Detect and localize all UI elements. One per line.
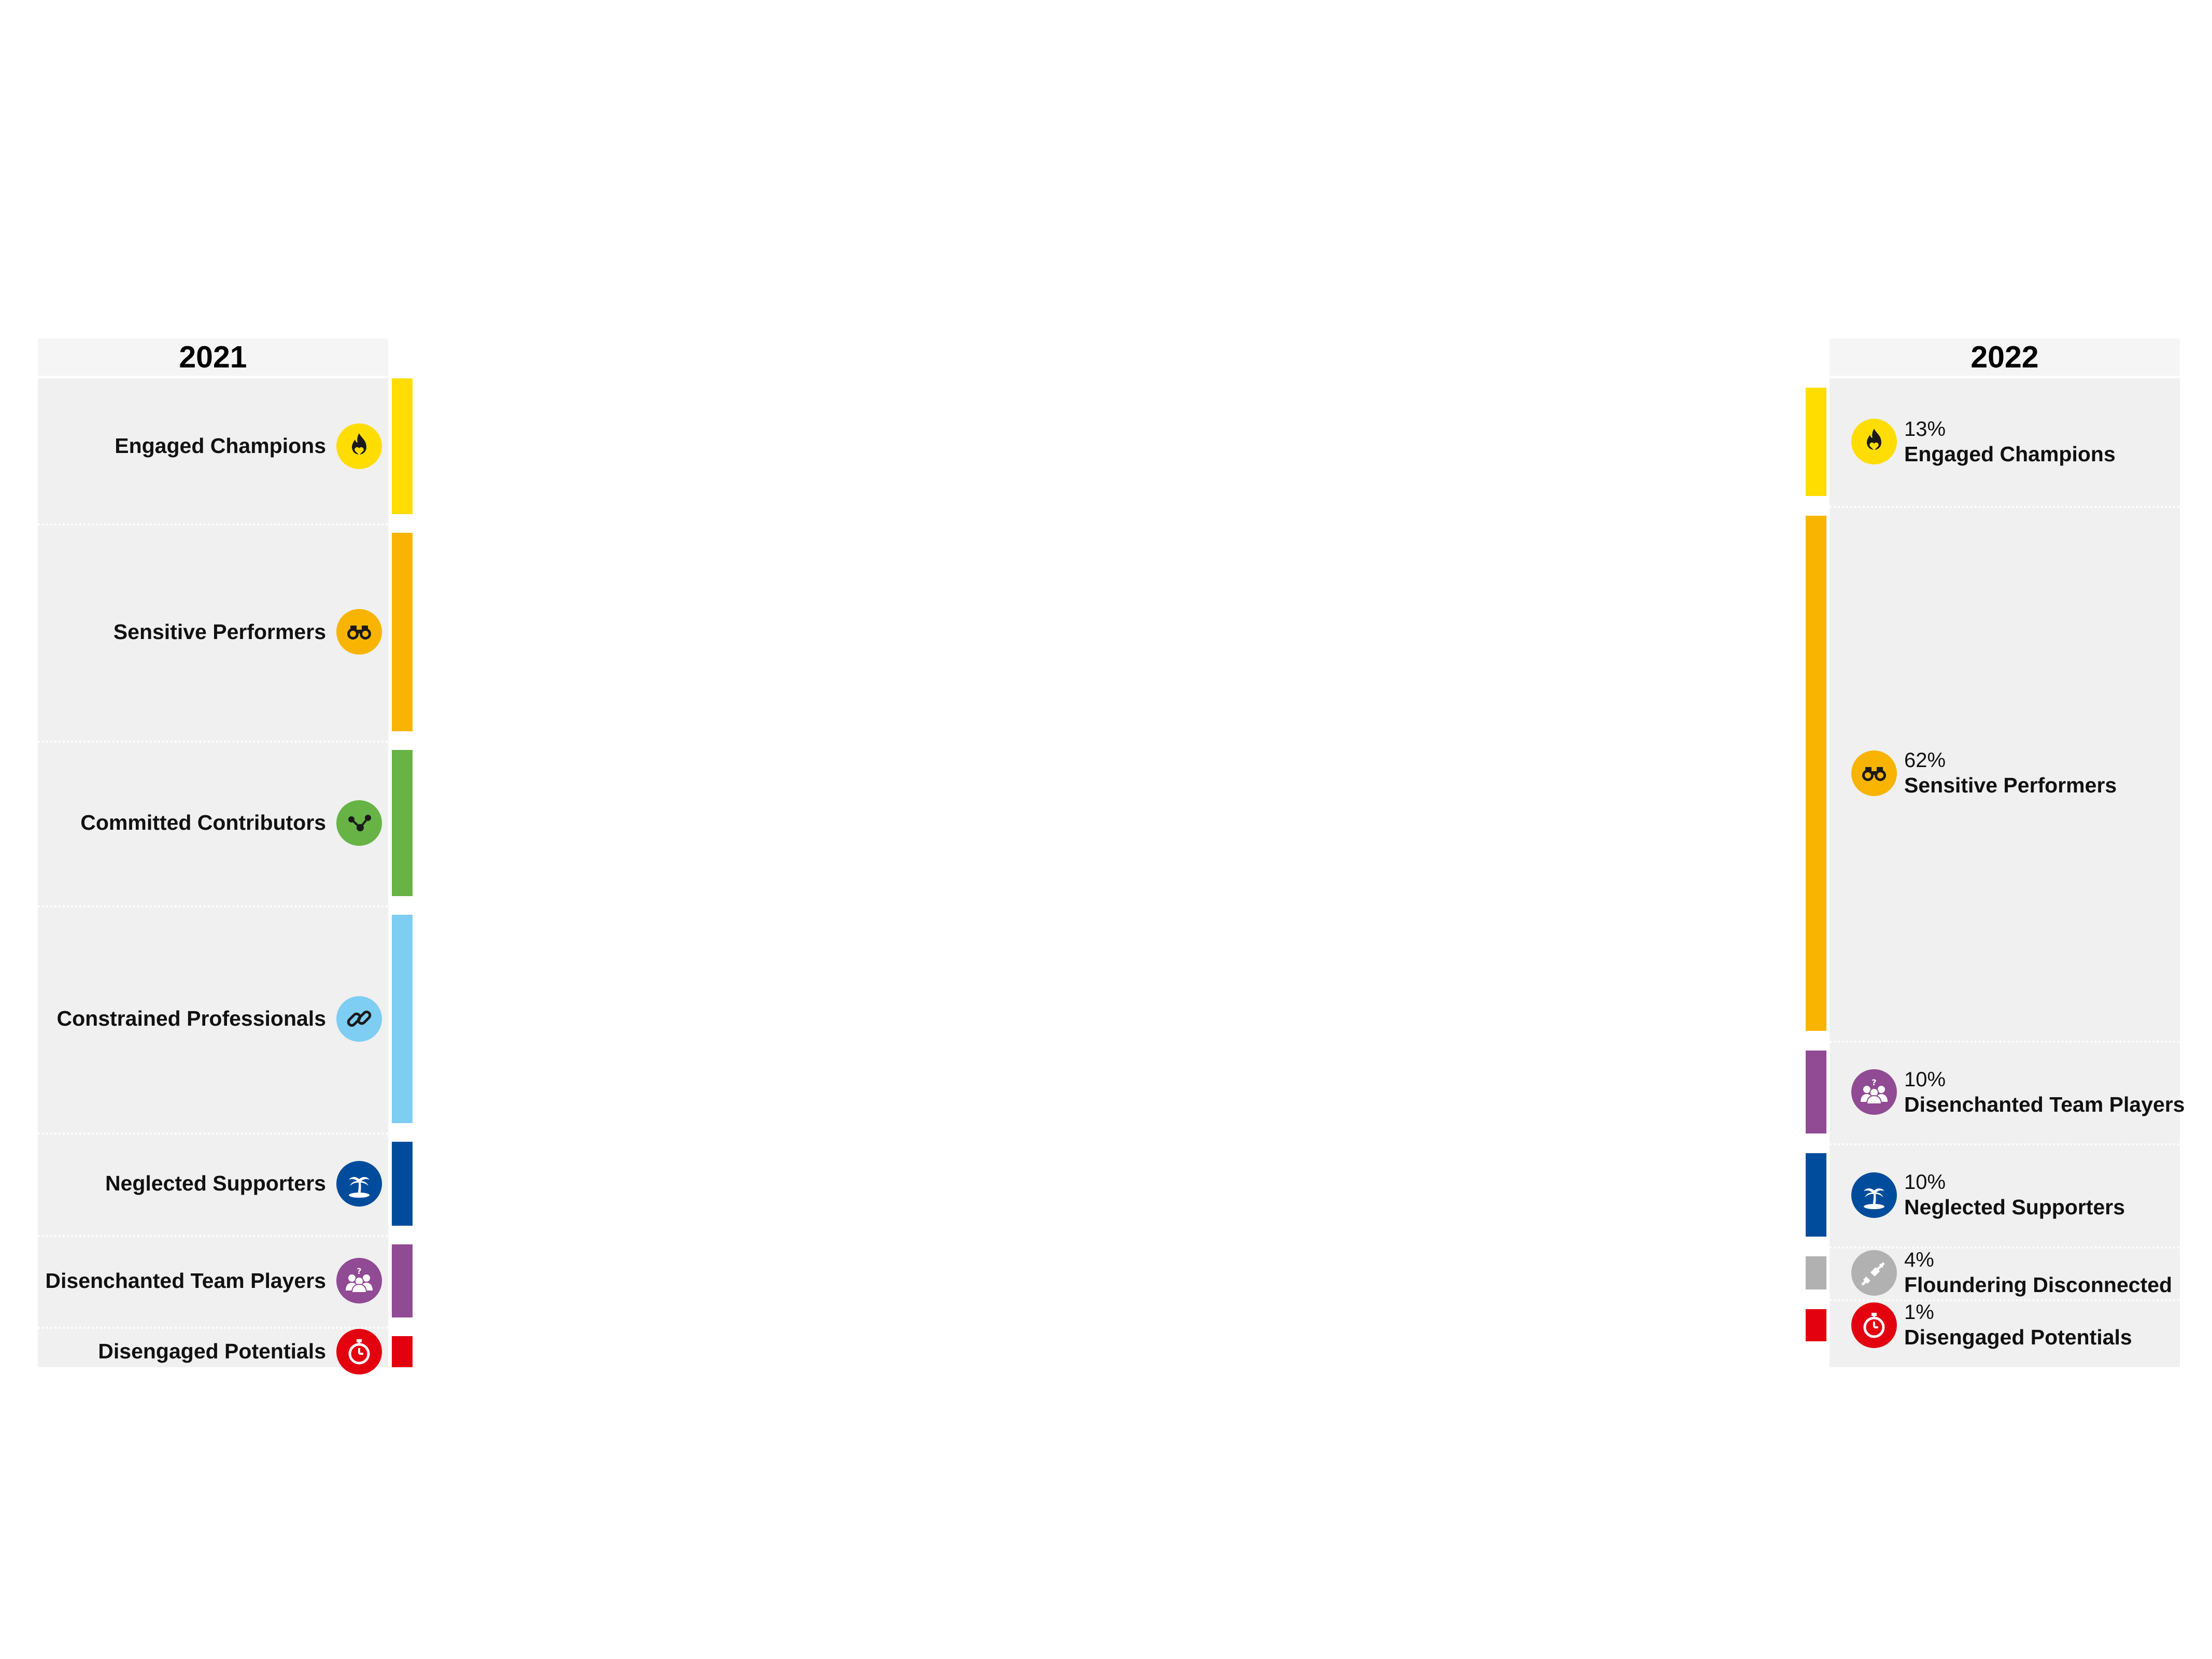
bar-2021-0: [392, 378, 413, 514]
bar-2021-2: [392, 749, 413, 896]
segment-label: Disenchanted Team Players: [1904, 1092, 2185, 1116]
year-2021-label: 2021: [179, 340, 247, 374]
segment-text: 13%Engaged Champions: [1904, 417, 2116, 467]
segment-row-2022: 10%Neglected Supporters: [1851, 1153, 2180, 1236]
flame-heart-icon: [336, 423, 382, 469]
segment-text: 4%Floundering Disconnected: [1904, 1247, 2172, 1298]
segment-label: Engaged Champions: [1904, 442, 2116, 466]
segment-text: 62%Sensitive Performers: [1904, 748, 2117, 798]
row-divider: [38, 1235, 388, 1237]
segment-row-2022: 1%Disengaged Potentials: [1851, 1297, 2180, 1354]
stopwatch-icon: [336, 1328, 382, 1374]
segment-percent: 10%: [1904, 1068, 1946, 1091]
row-divider: [38, 1132, 388, 1135]
binoculars-icon: [336, 609, 382, 655]
row-divider: [1830, 505, 2180, 508]
row-divider: [1830, 1041, 2180, 1043]
bar-2022-5: [1806, 1309, 1826, 1341]
binoculars-icon: [1851, 750, 1897, 796]
flame-heart-icon: [1851, 419, 1897, 465]
bar-2021-5: [392, 1244, 413, 1317]
segment-text: 1%Disengaged Potentials: [1904, 1300, 2132, 1350]
palm-island-icon: [336, 1160, 382, 1207]
segment-row-2021: Neglected Supporters: [38, 1142, 382, 1225]
segment-row-2022: ? 10%Disenchanted Team Players: [1851, 1051, 2185, 1133]
segment-label: Sensitive Performers: [1904, 773, 2117, 798]
network-icon: [336, 800, 382, 846]
segment-percent: 4%: [1904, 1249, 1934, 1272]
bar-2022-0: [1806, 388, 1826, 496]
bar-2022-4: [1806, 1256, 1826, 1289]
segment-percent: 10%: [1904, 1171, 1946, 1194]
unplugged-icon: [1851, 1250, 1897, 1296]
svg-text:?: ?: [357, 1266, 361, 1276]
bar-2022-3: [1806, 1153, 1826, 1237]
segment-row-2021: Engaged Champions: [38, 378, 382, 514]
year-2022-label: 2022: [1970, 340, 2039, 374]
stopwatch-icon: [1851, 1302, 1897, 1348]
chain-link-icon: [336, 996, 382, 1042]
segment-row-2022: 4%Floundering Disconnected: [1851, 1244, 2180, 1301]
segment-label: Sensitive Performers: [113, 619, 326, 644]
segment-row-2021: Constrained Professionals: [38, 915, 382, 1124]
segment-row-2021: Sensitive Performers: [38, 533, 382, 731]
segment-label: Disenchanted Team Players: [45, 1268, 326, 1293]
bar-2021-3: [392, 914, 413, 1124]
svg-text:?: ?: [1871, 1077, 1876, 1087]
row-divider: [1830, 1299, 2180, 1301]
row-divider: [38, 905, 388, 908]
segment-label: Disengaged Potentials: [1904, 1325, 2132, 1350]
segment-percent: 1%: [1904, 1301, 1934, 1324]
bar-2022-2: [1806, 1051, 1826, 1134]
segment-text: 10%Disenchanted Team Players: [1904, 1067, 2185, 1117]
palm-island-icon: [1851, 1172, 1897, 1218]
segment-percent: 62%: [1904, 749, 1946, 772]
year-2021-header: 2021: [38, 338, 388, 376]
year-2022-header: 2022: [1830, 338, 2180, 376]
segment-row-2022: 13%Engaged Champions: [1851, 388, 2180, 496]
row-divider: [38, 1326, 388, 1329]
segment-percent: 13%: [1904, 417, 1946, 441]
panel-2021: [38, 378, 388, 1367]
row-divider: [1830, 1246, 2180, 1249]
bar-2021-4: [392, 1142, 413, 1226]
segment-label: Floundering Disconnected: [1904, 1273, 2173, 1297]
segment-label: Neglected Supporters: [1904, 1195, 2125, 1220]
segment-row-2021: Disenchanted Team Players?: [38, 1244, 382, 1317]
row-divider: [38, 523, 388, 526]
segment-label: Committed Contributors: [80, 811, 326, 835]
segment-row-2021: Committed Contributors: [38, 750, 382, 896]
segment-label: Disengaged Potentials: [98, 1339, 326, 1364]
segment-row-2021: Disengaged Potentials: [38, 1328, 382, 1374]
row-divider: [1830, 1143, 2180, 1146]
group-question-icon: ?: [1851, 1069, 1897, 1115]
group-question-icon: ?: [336, 1258, 382, 1304]
segment-label: Constrained Professionals: [56, 1006, 326, 1031]
bar-2021-1: [392, 532, 413, 731]
segment-label: Engaged Champions: [115, 434, 326, 458]
segment-label: Neglected Supporters: [105, 1171, 326, 1196]
segment-text: 10%Neglected Supporters: [1904, 1170, 2125, 1220]
segment-row-2022: 62%Sensitive Performers: [1851, 516, 2180, 1031]
row-divider: [38, 740, 388, 743]
bar-2021-6: [392, 1336, 413, 1367]
bar-2022-1: [1806, 515, 1826, 1031]
